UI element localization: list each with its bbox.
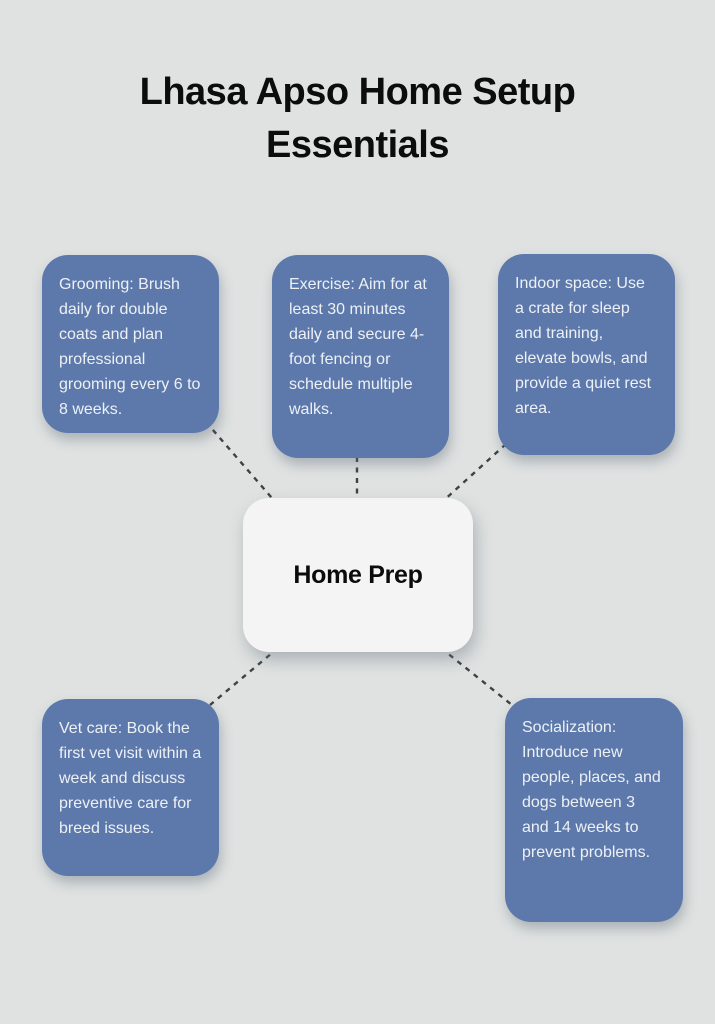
node-grooming: Grooming: Brush daily for double coats a… — [42, 255, 219, 433]
node-socialization: Socialization: Introduce new people, pla… — [505, 698, 683, 922]
connector-indoor-center — [441, 443, 507, 503]
node-socialization-text: Socialization: Introduce new people, pla… — [522, 719, 661, 861]
page-title: Lhasa Apso Home Setup Essentials — [139, 71, 576, 167]
node-exercise: Exercise: Aim for at least 30 minutes da… — [272, 255, 449, 458]
central-node-home-prep: Home Prep — [243, 498, 473, 652]
node-vet-care-text: Vet care: Book the first vet visit withi… — [59, 720, 202, 837]
connector-center-vetcare — [209, 647, 279, 706]
node-grooming-text: Grooming: Brush daily for double coats a… — [59, 276, 201, 418]
connector-center-socialization — [440, 647, 513, 706]
node-indoor-space: Indoor space: Use a crate for sleep and … — [498, 254, 675, 455]
central-node-label: Home Prep — [293, 560, 423, 589]
node-indoor-space-text: Indoor space: Use a crate for sleep and … — [515, 275, 652, 417]
connector-grooming-center — [205, 421, 279, 506]
node-vet-care: Vet care: Book the first vet visit withi… — [42, 699, 219, 876]
node-exercise-text: Exercise: Aim for at least 30 minutes da… — [289, 276, 427, 418]
